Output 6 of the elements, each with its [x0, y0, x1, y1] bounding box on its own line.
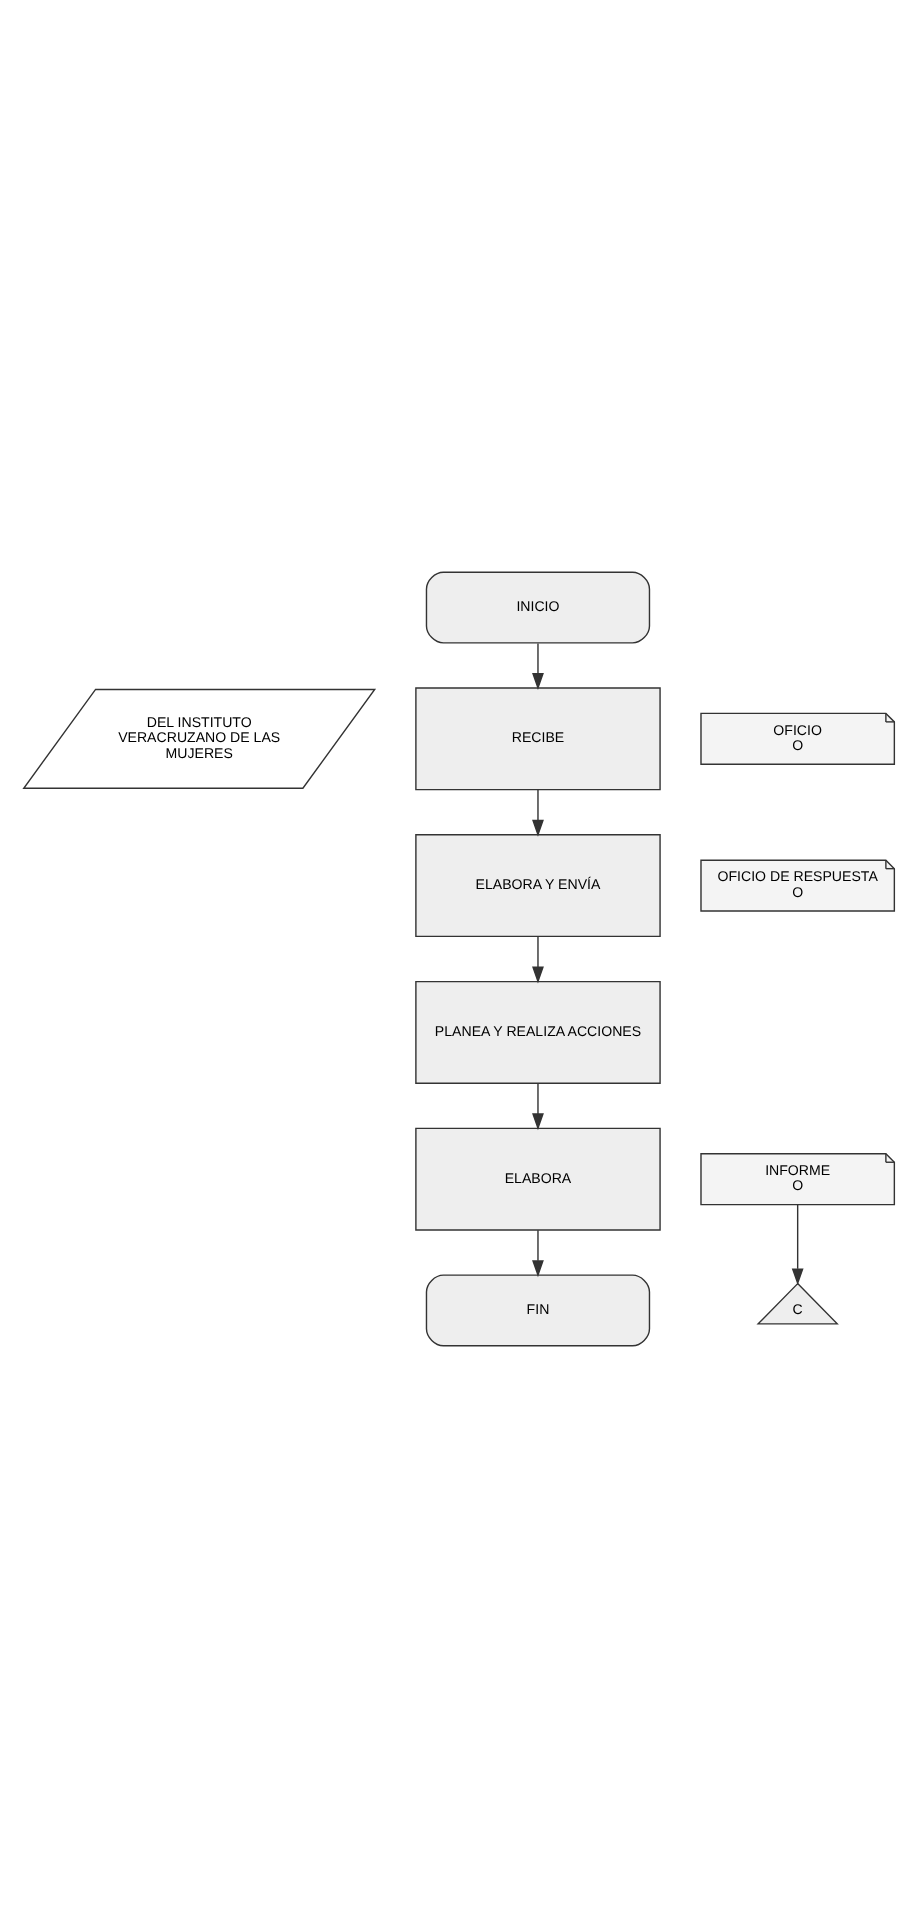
arrow: [531, 1082, 543, 1131]
arrow: [531, 1229, 543, 1278]
arrow: [531, 642, 543, 691]
arrow: [790, 1204, 803, 1286]
arrow: [531, 789, 543, 837]
arrow: [531, 935, 543, 984]
